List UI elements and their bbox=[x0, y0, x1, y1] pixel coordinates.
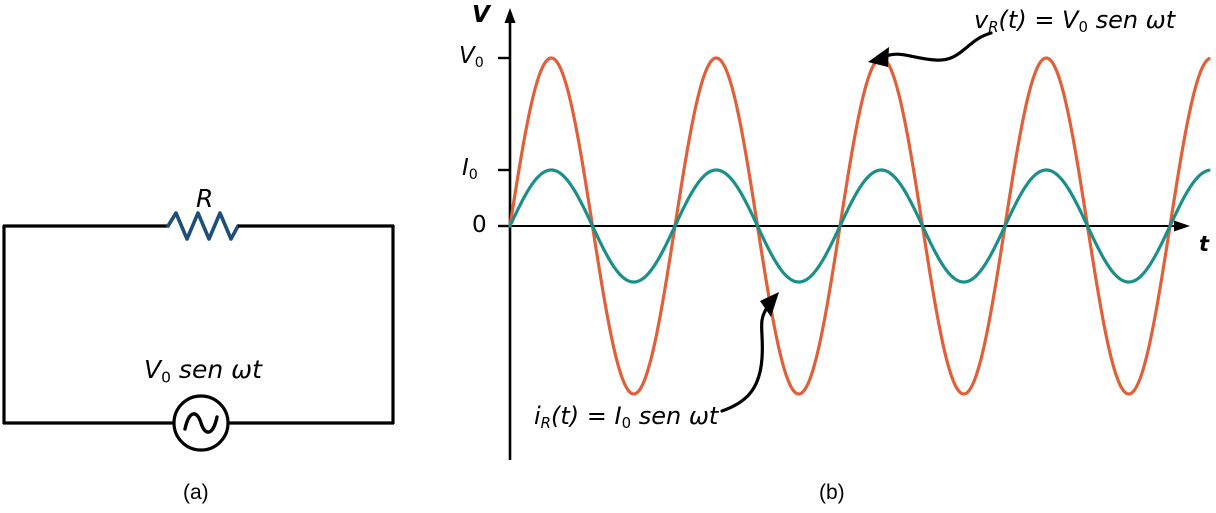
current-equation-amp-sub: 0 bbox=[621, 414, 632, 433]
y-tick-label-i0: I0 bbox=[462, 155, 478, 183]
current-waveform bbox=[508, 168, 1211, 284]
source-label-v: V bbox=[144, 355, 162, 384]
source-label: V0 sen ωt bbox=[144, 357, 262, 386]
source-label-suffix: sen ωt bbox=[170, 355, 262, 384]
voltage-annotation-arrow-line bbox=[881, 31, 993, 62]
voltage-equation-tail: sen ωt bbox=[1087, 6, 1176, 34]
source-label-sub: 0 bbox=[161, 368, 171, 387]
y-tick-label-i0-sub: 0 bbox=[468, 166, 478, 183]
resistor-symbol bbox=[166, 211, 240, 241]
y-tick-label-v0-sub: 0 bbox=[474, 54, 484, 71]
current-annotation-arrow-line bbox=[720, 304, 770, 413]
resistor-label: R bbox=[196, 184, 214, 213]
voltage-annotation-arrowhead bbox=[868, 47, 889, 67]
y-tick-label-v0-main: V bbox=[459, 43, 475, 69]
current-equation-label: iR(t) = I0 sen ωt bbox=[534, 404, 718, 431]
current-annotation-arrowhead bbox=[760, 292, 779, 317]
x-axis-label: t bbox=[1199, 232, 1210, 256]
circuit-diagram bbox=[2, 211, 395, 452]
voltage-equation-fn: v bbox=[974, 6, 989, 34]
y-axis-arrowhead bbox=[504, 8, 516, 23]
ac-source-sine-icon bbox=[183, 412, 219, 434]
current-equation-tail: sen ωt bbox=[631, 402, 719, 430]
current-equation-body: (t) = I bbox=[551, 402, 622, 430]
voltage-equation-body: (t) = V bbox=[998, 6, 1079, 34]
waveform-plot bbox=[498, 8, 1211, 460]
voltage-equation-fn-sub: R bbox=[988, 18, 999, 37]
current-equation-fn: i bbox=[534, 402, 541, 430]
panel-b-caption: (b) bbox=[819, 481, 845, 504]
panel-a-caption: (a) bbox=[183, 481, 209, 504]
x-axis-arrowhead bbox=[1174, 220, 1190, 232]
y-axis-label: V bbox=[472, 2, 490, 28]
voltage-waveform bbox=[508, 56, 1211, 396]
y-tick-label-i0-main: I bbox=[462, 155, 469, 181]
y-tick-label-zero: 0 bbox=[472, 212, 487, 238]
voltage-equation-label: vR(t) = V0 sen ωt bbox=[974, 8, 1175, 35]
y-tick-label-v0: V0 bbox=[459, 43, 484, 71]
current-equation-fn-sub: R bbox=[540, 414, 552, 433]
voltage-equation-amp-sub: 0 bbox=[1078, 18, 1088, 37]
